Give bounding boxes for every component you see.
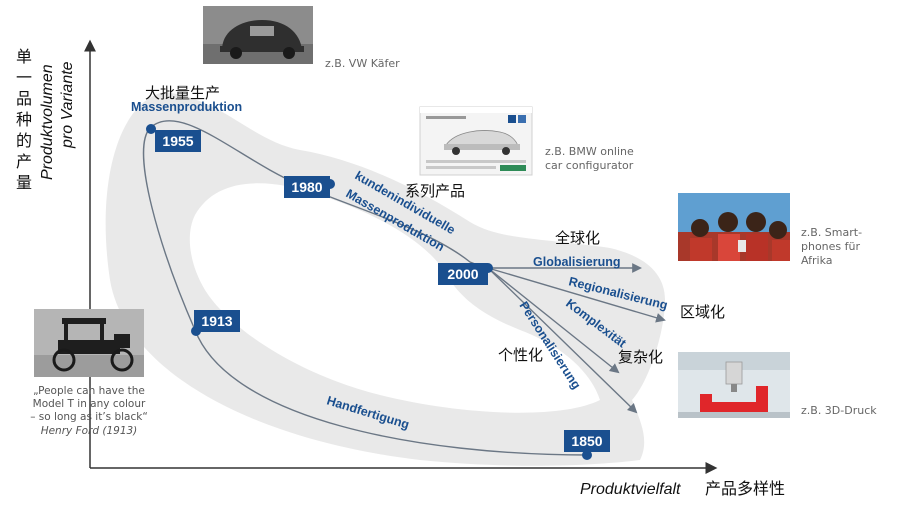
personalisierung-arrow [487, 267, 638, 414]
regionalisierung-arrow [487, 267, 666, 323]
quote-author: Henry Ford (1913) [41, 425, 138, 437]
komplexitaet-arrow [487, 267, 620, 374]
y-axis-label-cn: 单 一 品 种 的 产 量 [16, 47, 32, 192]
svg-text:产: 产 [16, 152, 32, 171]
afrika-caption-2: phones für [801, 240, 860, 253]
personalisierung-cn-label: 个性化 [498, 346, 543, 364]
regionalisierung-cn-label: 区域化 [680, 303, 725, 321]
band-inner-cutout [189, 183, 600, 413]
x-axis-label-cn: 产品多样性 [705, 479, 785, 498]
badge-1913: 1913 [194, 310, 240, 332]
globalisierung-label: Globalisierung [533, 255, 621, 269]
badge-1955: 1955 [155, 130, 201, 152]
svg-text:量: 量 [16, 173, 32, 192]
afrika-caption-3: Afrika [801, 254, 833, 267]
vw-kaefer-caption: z.B. VW Käfer [325, 57, 400, 70]
quote-line-1: „People can have the [33, 385, 145, 397]
badge-1850: 1850 [564, 430, 610, 452]
badge-1980: 1980 [284, 176, 330, 198]
badge-2000: 2000 [438, 263, 488, 285]
komplexitaet-cn-label: 复杂化 [618, 348, 663, 366]
svg-text:一: 一 [16, 68, 32, 87]
svg-text:单: 单 [16, 47, 32, 66]
afrika-caption-1: z.B. Smart- [801, 226, 862, 239]
quote-line-3: – so long as it’s black“ [30, 411, 148, 423]
year-1850: 1850 [571, 433, 602, 449]
globalisierung-cn-label: 全球化 [555, 229, 600, 247]
point-1955 [146, 124, 156, 134]
year-1955: 1955 [162, 133, 193, 149]
year-2000: 2000 [447, 266, 478, 282]
svg-text:品: 品 [16, 89, 32, 108]
x-axis-label-de: Produktvielfalt [580, 481, 681, 498]
point-1850 [582, 450, 592, 460]
massenproduktion-label: Massenproduktion [131, 100, 242, 114]
bmw-caption-2: car configurator [545, 159, 634, 172]
smartphones-afrika-photo [678, 193, 790, 261]
year-1980: 1980 [291, 179, 322, 195]
svg-text:的: 的 [16, 131, 32, 150]
bmw-configurator-photo [419, 106, 533, 176]
model-t-photo [34, 309, 144, 377]
bmw-caption-1: z.B. BMW online [545, 145, 634, 158]
3d-druck-photo [678, 352, 790, 418]
svg-text:种: 种 [16, 110, 32, 129]
y-axis-label-de-1: Produktvolumen [39, 64, 56, 180]
year-1913: 1913 [201, 313, 232, 329]
massenproduktion-cn-label: 大批量生产 [145, 84, 220, 102]
3d-druck-caption: z.B. 3D-Druck [801, 404, 877, 417]
quote-line-2: Model T in any colour [33, 398, 146, 410]
vw-kaefer-photo [203, 6, 313, 64]
kundenindividuelle-cn-label: 系列产品 [405, 182, 465, 200]
y-axis-label-de-2: pro Variante [59, 61, 76, 149]
